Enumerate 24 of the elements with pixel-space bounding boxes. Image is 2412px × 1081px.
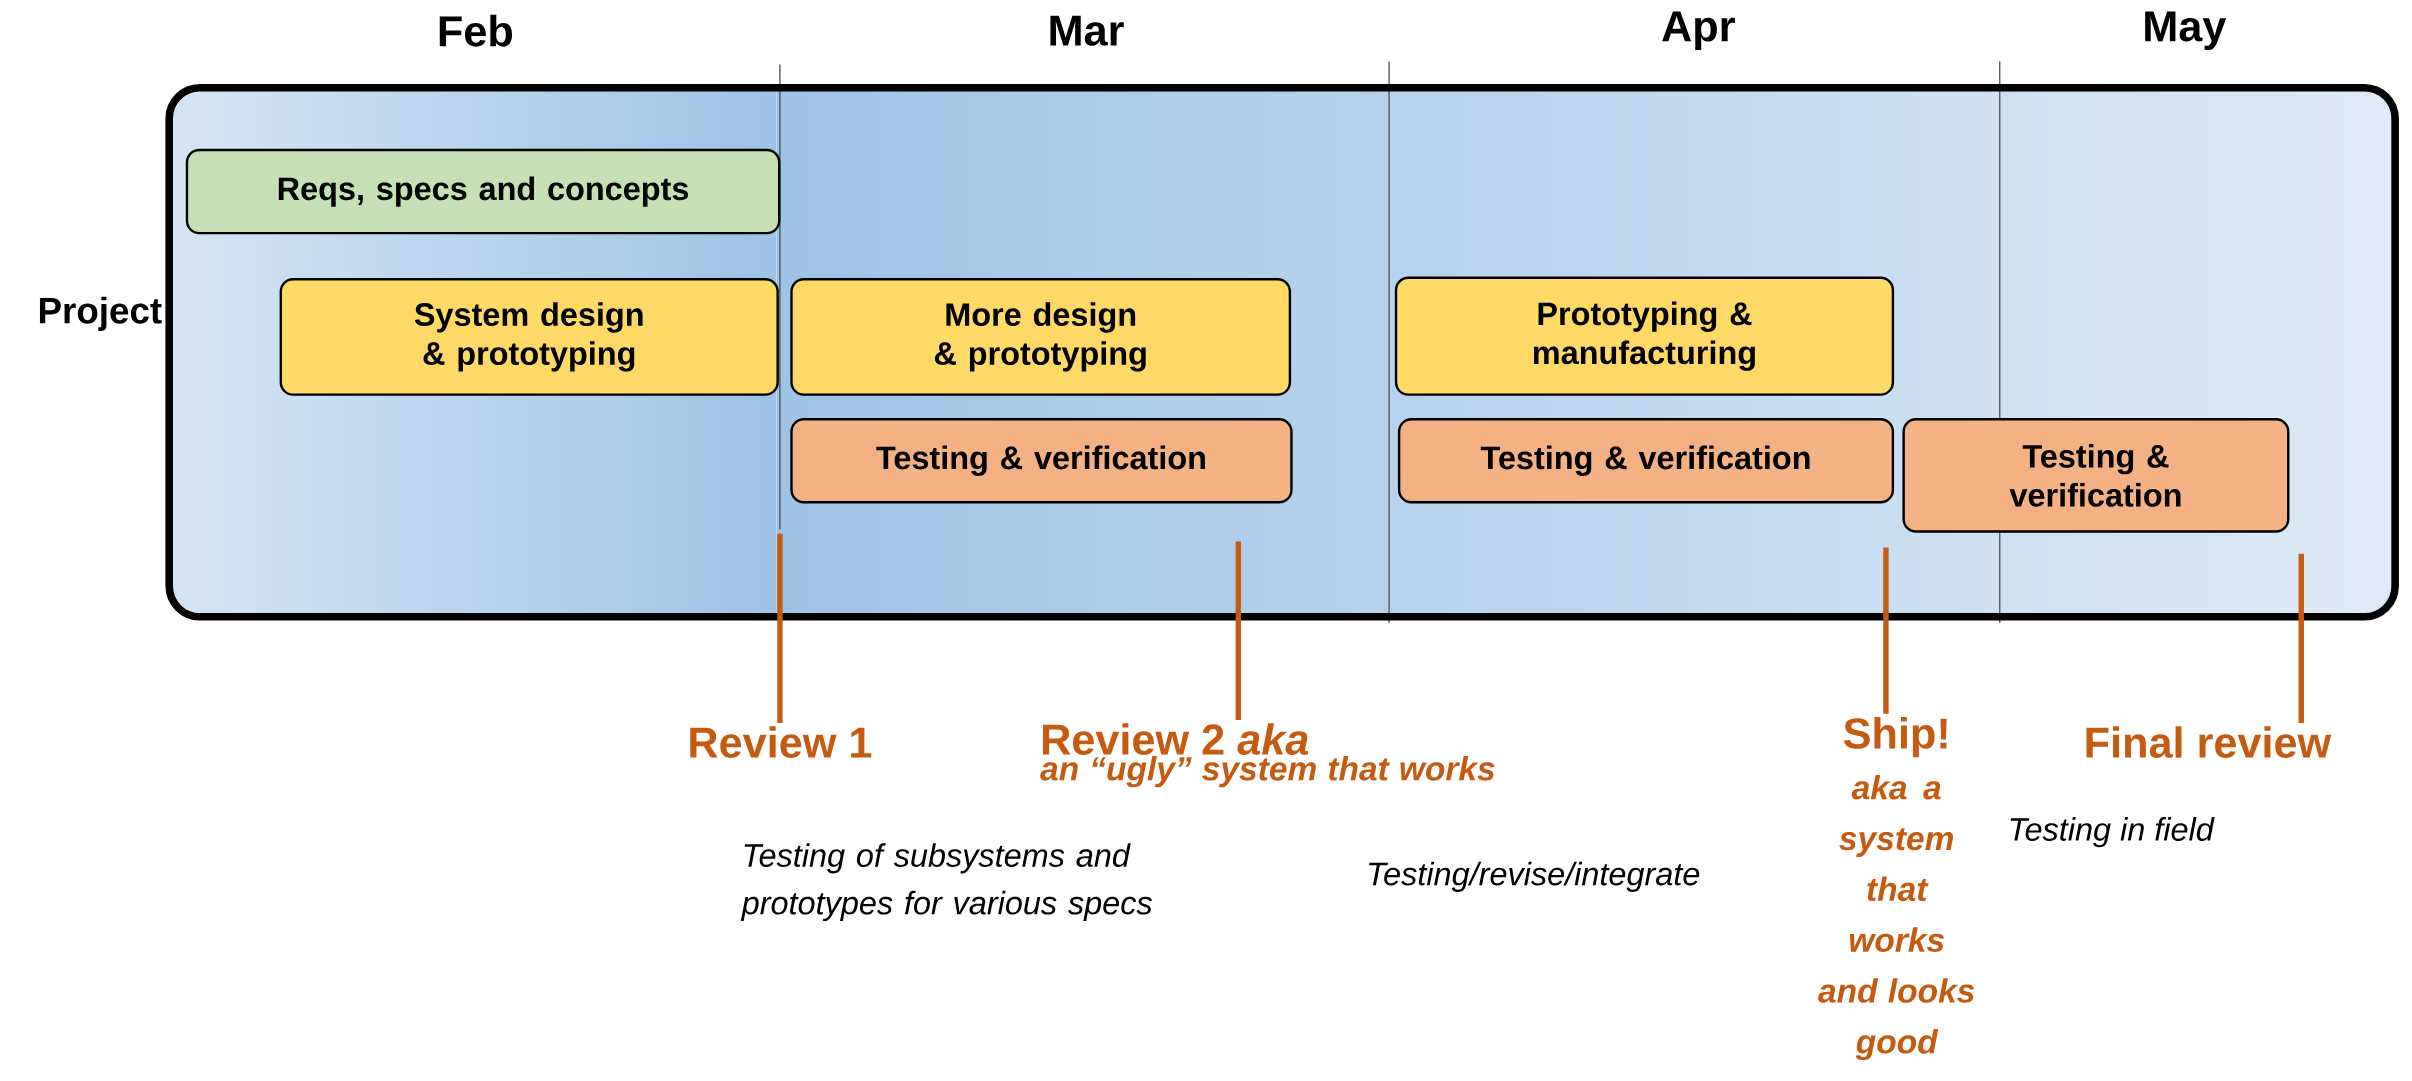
note-text: Testing/revise/integrate: [1369, 861, 1700, 892]
milestone-label: Review 2 aka an “ugly” system that works: [1040, 723, 1495, 788]
task-bar: Prototyping & manufacturing: [1394, 276, 1895, 396]
month-label: Feb: [439, 14, 512, 47]
task-bar: More design & prototyping: [790, 277, 1292, 396]
month-label: Mar: [1050, 15, 1124, 46]
leader-line: [1883, 547, 1889, 714]
row-label: Project: [39, 296, 162, 331]
task-bar: Reqs, specs and concepts: [185, 148, 781, 235]
milestone-label: Ship! aka a system that works and looks good: [1818, 716, 1975, 1061]
timeline-frame: [39, 83, 2399, 621]
task-bar: Testing & verification: [790, 417, 1293, 504]
task-bar: System design & prototyping: [279, 277, 779, 396]
task-bar: Testing & verification: [1902, 417, 2290, 533]
note-text: Testing in field: [2010, 816, 2215, 848]
note-text: Testing of subsystems and prototypes for various specs: [740, 843, 1152, 921]
leader-line: [2298, 553, 2304, 723]
month-label: Apr: [1662, 11, 1735, 50]
task-bar: Testing & verification: [1397, 417, 1895, 504]
milestone-label: Final review: [2086, 726, 2332, 758]
month-label: May: [2145, 11, 2227, 50]
leader-line: [777, 533, 783, 723]
milestone-label: Review 1: [690, 726, 872, 758]
leader-line: [1235, 541, 1242, 720]
